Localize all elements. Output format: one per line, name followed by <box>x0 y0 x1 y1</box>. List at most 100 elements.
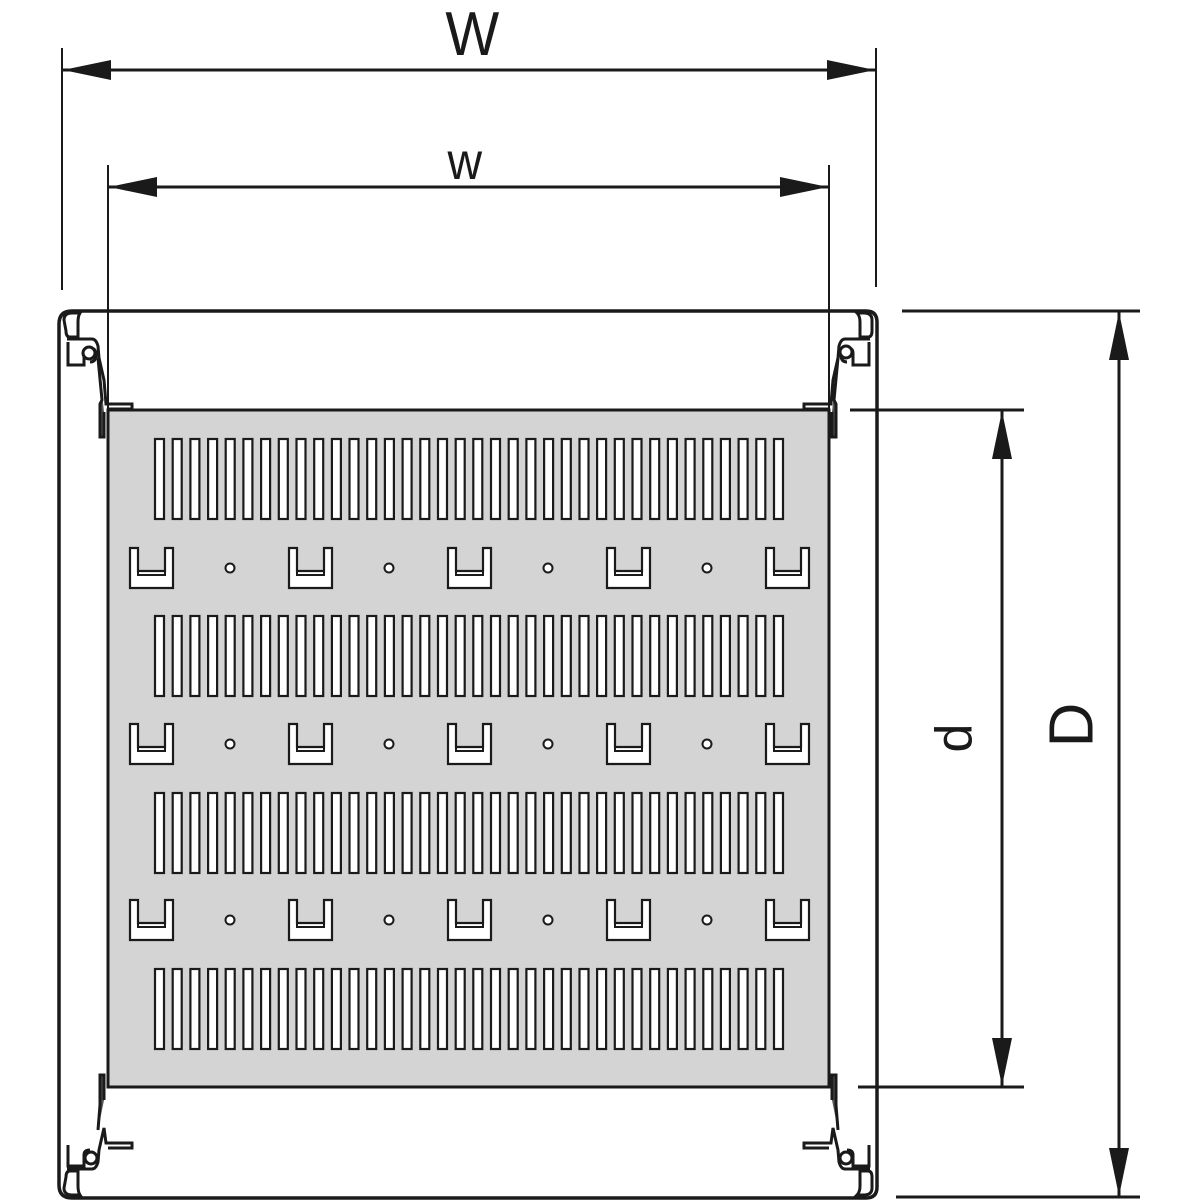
ventilation-slot <box>348 967 360 1051</box>
ventilation-slot <box>436 791 449 875</box>
ventilation-slot <box>189 967 201 1051</box>
ventilation-slot <box>454 614 466 698</box>
ventilation-slot <box>578 437 590 521</box>
ventilation-slot <box>242 437 254 521</box>
ventilation-slot <box>542 437 555 521</box>
ventilation-slot <box>454 967 466 1051</box>
ventilation-slot <box>666 437 679 521</box>
mounting-hole <box>383 562 395 574</box>
dimension-w <box>107 165 830 440</box>
ventilation-slot <box>542 614 555 698</box>
ventilation-slot <box>525 437 537 521</box>
ventilation-slot <box>472 967 484 1051</box>
ventilation-slot <box>595 614 608 698</box>
ventilation-slot <box>330 437 342 521</box>
ventilation-slot <box>383 614 395 698</box>
ventilation-slot <box>224 791 236 875</box>
ventilation-slot <box>666 967 679 1051</box>
mounting-clip-rows <box>128 546 811 942</box>
ventilation-slot <box>454 437 466 521</box>
ventilation-slot <box>383 791 395 875</box>
ventilation-slot <box>366 967 378 1051</box>
ventilation-slot <box>507 614 519 698</box>
mounting-hole <box>542 738 554 750</box>
outer-frame <box>57 309 879 1200</box>
ventilation-slot <box>171 967 183 1051</box>
ventilation-slot <box>772 437 785 521</box>
ventilation-slot <box>578 967 590 1051</box>
ventilation-slot <box>153 437 166 521</box>
ventilation-slot <box>719 967 732 1051</box>
ventilation-slot <box>631 614 643 698</box>
ventilation-slot <box>649 791 661 875</box>
ventilation-slot <box>436 967 449 1051</box>
ventilation-slot <box>277 791 289 875</box>
corner-profile-top-left <box>62 311 134 439</box>
ventilation-slot <box>189 614 201 698</box>
ventilation-slot <box>702 437 714 521</box>
ventilation-slot <box>171 791 183 875</box>
ventilation-slot <box>454 791 466 875</box>
ventilation-slot-rows <box>153 437 785 1051</box>
mounting-clip-cutout <box>764 722 811 766</box>
ventilation-slot <box>313 614 325 698</box>
corner-profile-top-right <box>802 311 874 439</box>
ventilation-slot <box>560 791 572 875</box>
ventilation-slot <box>507 791 519 875</box>
mounting-clip-cutout <box>605 546 652 590</box>
ventilation-slot <box>207 614 219 698</box>
ventilation-slot <box>153 791 166 875</box>
ventilation-slot <box>295 791 307 875</box>
ventilation-slot <box>684 437 696 521</box>
ventilation-slot <box>666 791 679 875</box>
slot-row <box>153 437 785 521</box>
ventilation-slot <box>295 967 307 1051</box>
ventilation-slot <box>525 614 537 698</box>
ventilation-slot <box>189 437 201 521</box>
ventilation-slot <box>666 614 679 698</box>
mounting-hole <box>701 914 713 926</box>
ventilation-slot <box>383 967 395 1051</box>
ventilation-slot <box>702 967 714 1051</box>
mounting-hole <box>224 738 236 750</box>
slot-row <box>153 791 785 875</box>
ventilation-slot <box>613 967 625 1051</box>
ventilation-slot <box>277 614 289 698</box>
dimension-label-D: D <box>1037 702 1107 748</box>
ventilation-slot <box>613 614 625 698</box>
dimension-label-W: W <box>445 0 500 69</box>
ventilation-slot <box>649 967 661 1051</box>
ventilation-slot <box>419 614 431 698</box>
mounting-clip-cutout <box>446 546 493 590</box>
ventilation-slot <box>472 437 484 521</box>
ventilation-slot <box>260 791 272 875</box>
mounting-hole <box>701 738 713 750</box>
ventilation-slot <box>348 791 360 875</box>
ventilation-slot <box>295 437 307 521</box>
ventilation-slot <box>260 437 272 521</box>
ventilation-slot <box>702 614 714 698</box>
ventilation-slot <box>153 614 166 698</box>
ventilation-slot <box>436 437 449 521</box>
dimension-label-w: w <box>447 133 483 191</box>
ventilation-slot <box>649 614 661 698</box>
ventilation-slot <box>631 437 643 521</box>
ventilation-slot <box>560 967 572 1051</box>
ventilation-slot <box>560 614 572 698</box>
ventilation-slot <box>330 967 342 1051</box>
ventilation-slot <box>207 791 219 875</box>
ventilation-slot <box>419 437 431 521</box>
ventilation-slot <box>277 437 289 521</box>
mounting-clip-cutout <box>764 898 811 942</box>
ventilation-slot <box>737 791 749 875</box>
dimension-d <box>850 408 1024 1089</box>
mounting-clip-cutout <box>605 898 652 942</box>
dimension-D <box>896 309 1140 1199</box>
ventilation-slot <box>755 614 767 698</box>
ventilation-slot <box>507 967 519 1051</box>
ventilation-slot <box>525 967 537 1051</box>
mounting-clip-cutout <box>287 546 334 590</box>
ventilation-slot <box>719 437 732 521</box>
ventilation-slot <box>260 614 272 698</box>
ventilation-slot <box>401 437 413 521</box>
